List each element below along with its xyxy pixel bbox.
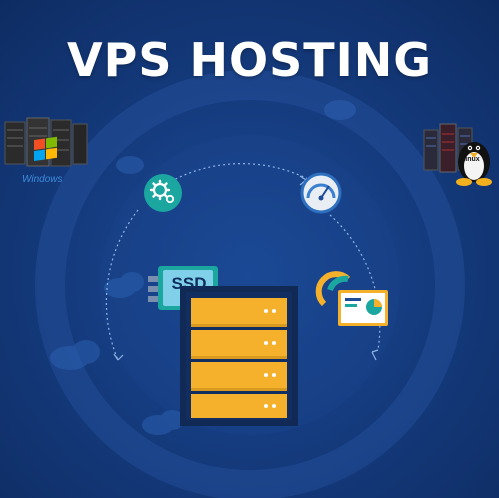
speedometer-icon — [300, 172, 342, 214]
page-title: VPS HOSTING — [67, 33, 432, 87]
ssd-label: SSD — [171, 274, 207, 293]
arc-right — [329, 214, 381, 351]
cloud-icon — [50, 100, 356, 435]
gear-icon — [144, 174, 182, 212]
linux-label: Linux — [461, 156, 480, 163]
windows-logo-icon — [34, 136, 57, 161]
windows-label: Windows — [22, 174, 63, 185]
bg-ring — [35, 70, 465, 498]
server-rack-icon — [180, 286, 298, 426]
analytics-board-icon — [315, 271, 388, 326]
tux-penguin-icon — [456, 142, 492, 186]
